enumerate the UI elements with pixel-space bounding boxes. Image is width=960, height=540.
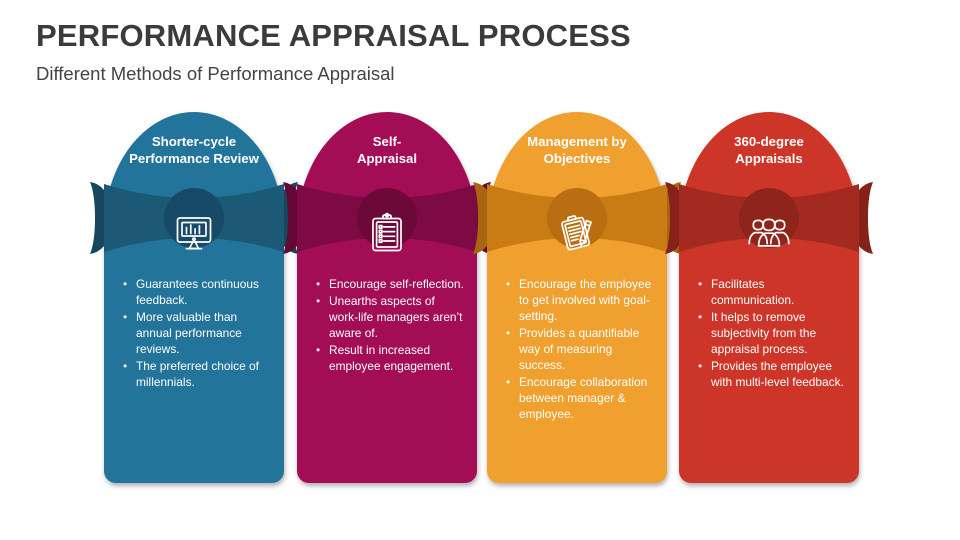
list-item-label: Encourage collaboration between manager …: [519, 374, 648, 421]
bullet-dot-icon: •: [506, 325, 511, 340]
method-card[interactable]: Management by Objectives • Encourage the e…: [473, 112, 681, 483]
list-item-label: Encourage the employee to get involved w…: [519, 277, 652, 323]
method-card[interactable]: 360-degree Appraisals • Facilitates commun…: [665, 112, 873, 483]
list-item: • Unearths aspects of work-life managers …: [315, 294, 467, 342]
clipboard-checklist-icon: [361, 207, 413, 259]
card-title: Self- Appraisal: [356, 134, 418, 166]
slide-header: PERFORMANCE APPRAISAL PROCESS Different …: [36, 18, 631, 85]
list-item-label: Guarantees continuous feedback.: [136, 277, 259, 307]
bullet-dot-icon: •: [123, 358, 128, 373]
card-title: Management by Objectives: [527, 134, 627, 166]
method-card[interactable]: Shorter-cycle Performance Review • Guarant…: [90, 112, 298, 483]
list-item: • More valuable than annual performance r…: [122, 310, 274, 358]
card-bullet-list: • Facilitates communication. • It helps to …: [697, 277, 849, 392]
list-item-label: More valuable than annual performance re…: [136, 309, 242, 356]
bullet-dot-icon: •: [316, 293, 321, 308]
list-item: • Provides the employee with multi-level …: [697, 359, 849, 391]
group-people-icon: [743, 207, 795, 259]
card-bullet-list: • Encourage the employee to get involved …: [505, 277, 657, 424]
list-item: • Guarantees continuous feedback.: [122, 277, 274, 309]
list-item-label: Unearths aspects of work-life managers a…: [329, 293, 463, 340]
notepad-pencil-icon: [551, 207, 603, 259]
card-body: [104, 112, 284, 483]
bullet-dot-icon: •: [316, 342, 321, 357]
bullet-dot-icon: •: [698, 358, 703, 373]
bullet-dot-icon: •: [123, 309, 128, 324]
page-title: PERFORMANCE APPRAISAL PROCESS: [36, 18, 631, 53]
card-body: [487, 112, 667, 483]
page-subtitle: Different Methods of Performance Apprais…: [36, 62, 395, 84]
list-item-label: Provides a quantifiable way of measuring…: [519, 325, 640, 372]
list-item-label: The preferred choice of millennials.: [136, 358, 259, 389]
card-title: 360-degree Appraisals: [734, 134, 804, 166]
card-body: [297, 112, 477, 483]
list-item: • Encourage the employee to get involved …: [505, 277, 657, 325]
list-item: • Encourage self-reflection.: [315, 277, 467, 293]
monitor-bar-chart-icon: [168, 207, 220, 259]
list-item: • It helps to remove subjectivity from th…: [697, 310, 849, 358]
card-bullet-list: • Encourage self-reflection. • Unearths asp…: [315, 277, 467, 376]
card-body: [679, 112, 859, 483]
list-item: • Result in increased employee engagement…: [315, 343, 467, 375]
list-item-label: Result in increased employee engagement.: [329, 342, 454, 373]
list-item: • The preferred choice of millennials.: [122, 359, 274, 391]
list-item-label: Provides the employee with multi-level f…: [711, 358, 844, 389]
list-item-label: It helps to remove subjectivity from the…: [711, 309, 817, 356]
list-item: • Encourage collaboration between manager…: [505, 375, 657, 423]
bullet-dot-icon: •: [506, 374, 511, 389]
card-title: Shorter-cycle Performance Review: [129, 134, 259, 166]
bullet-dot-icon: •: [123, 277, 128, 291]
bullet-dot-icon: •: [506, 277, 511, 291]
list-item-label: Facilitates communication.: [711, 277, 795, 307]
method-card[interactable]: Self- Appraisal • Encourage self-reflectio…: [283, 112, 491, 483]
bullet-dot-icon: •: [698, 309, 703, 324]
card-bullet-list: • Guarantees continuous feedback. • More va…: [122, 277, 274, 392]
list-item: • Provides a quantifiable way of measurin…: [505, 326, 657, 374]
list-item-label: Encourage self-reflection.: [329, 277, 464, 291]
bullet-dot-icon: •: [698, 277, 703, 291]
bullet-dot-icon: •: [316, 277, 321, 291]
list-item: • Facilitates communication.: [697, 277, 849, 309]
